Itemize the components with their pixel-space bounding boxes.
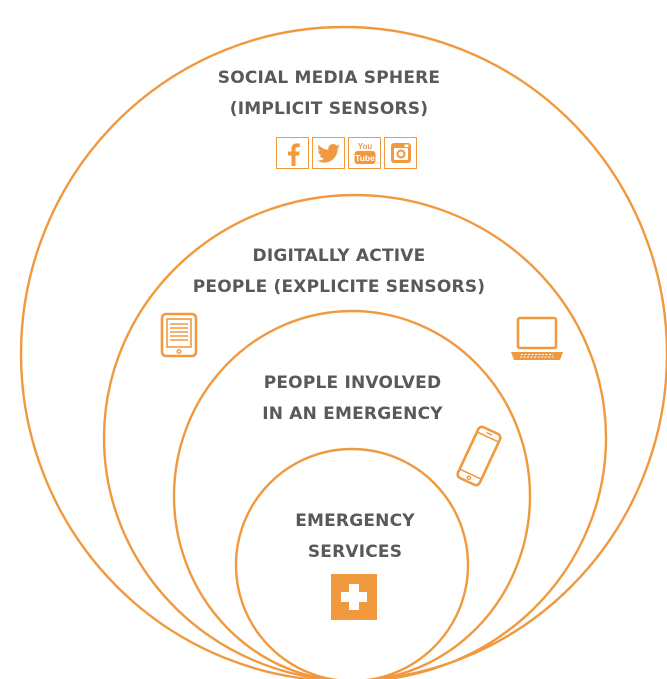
ring-people-involved bbox=[172, 309, 532, 679]
people-involved-subtitle: IN AN EMERGENCY bbox=[262, 404, 443, 424]
social-media-icons: You Tube bbox=[276, 137, 417, 171]
emergency-services-title: EMERGENCY bbox=[295, 511, 415, 531]
ring-emergency-services bbox=[234, 447, 470, 679]
digitally-active-people-subtitle: PEOPLE (EXPLICITE SENSORS) bbox=[192, 277, 486, 297]
digitally-active-people-title: DIGITALLY ACTIVE bbox=[252, 246, 426, 266]
social-media-sphere-subtitle: (IMPLICIT SENSORS) bbox=[229, 99, 429, 119]
medical-cross-icon bbox=[331, 574, 377, 620]
people-involved-label: PEOPLE INVOLVED IN AN EMERGENCY bbox=[200, 368, 505, 430]
facebook-icon bbox=[276, 137, 309, 169]
tablet-icon bbox=[160, 312, 198, 358]
smartphone-icon bbox=[456, 425, 502, 487]
instagram-icon bbox=[384, 137, 417, 169]
ring-digitally-active-people bbox=[102, 193, 608, 679]
emergency-services-label: EMERGENCY SERVICES bbox=[240, 506, 470, 568]
people-involved-title: PEOPLE INVOLVED bbox=[263, 373, 442, 393]
youtube-icon: You Tube bbox=[348, 137, 381, 169]
emergency-services-subtitle: SERVICES bbox=[307, 542, 403, 562]
laptop-icon bbox=[511, 316, 563, 360]
ring-social-media-sphere bbox=[19, 25, 667, 679]
twitter-icon bbox=[312, 137, 345, 169]
social-media-sphere-label: SOCIAL MEDIA SPHERE (IMPLICIT SENSORS) bbox=[140, 63, 518, 125]
youtube-icon-text-top: You bbox=[357, 142, 372, 151]
youtube-icon-text-bottom: Tube bbox=[355, 153, 375, 163]
social-media-sphere-title: SOCIAL MEDIA SPHERE bbox=[217, 68, 441, 88]
digitally-active-people-label: DIGITALLY ACTIVE PEOPLE (EXPLICITE SENSO… bbox=[150, 241, 528, 303]
